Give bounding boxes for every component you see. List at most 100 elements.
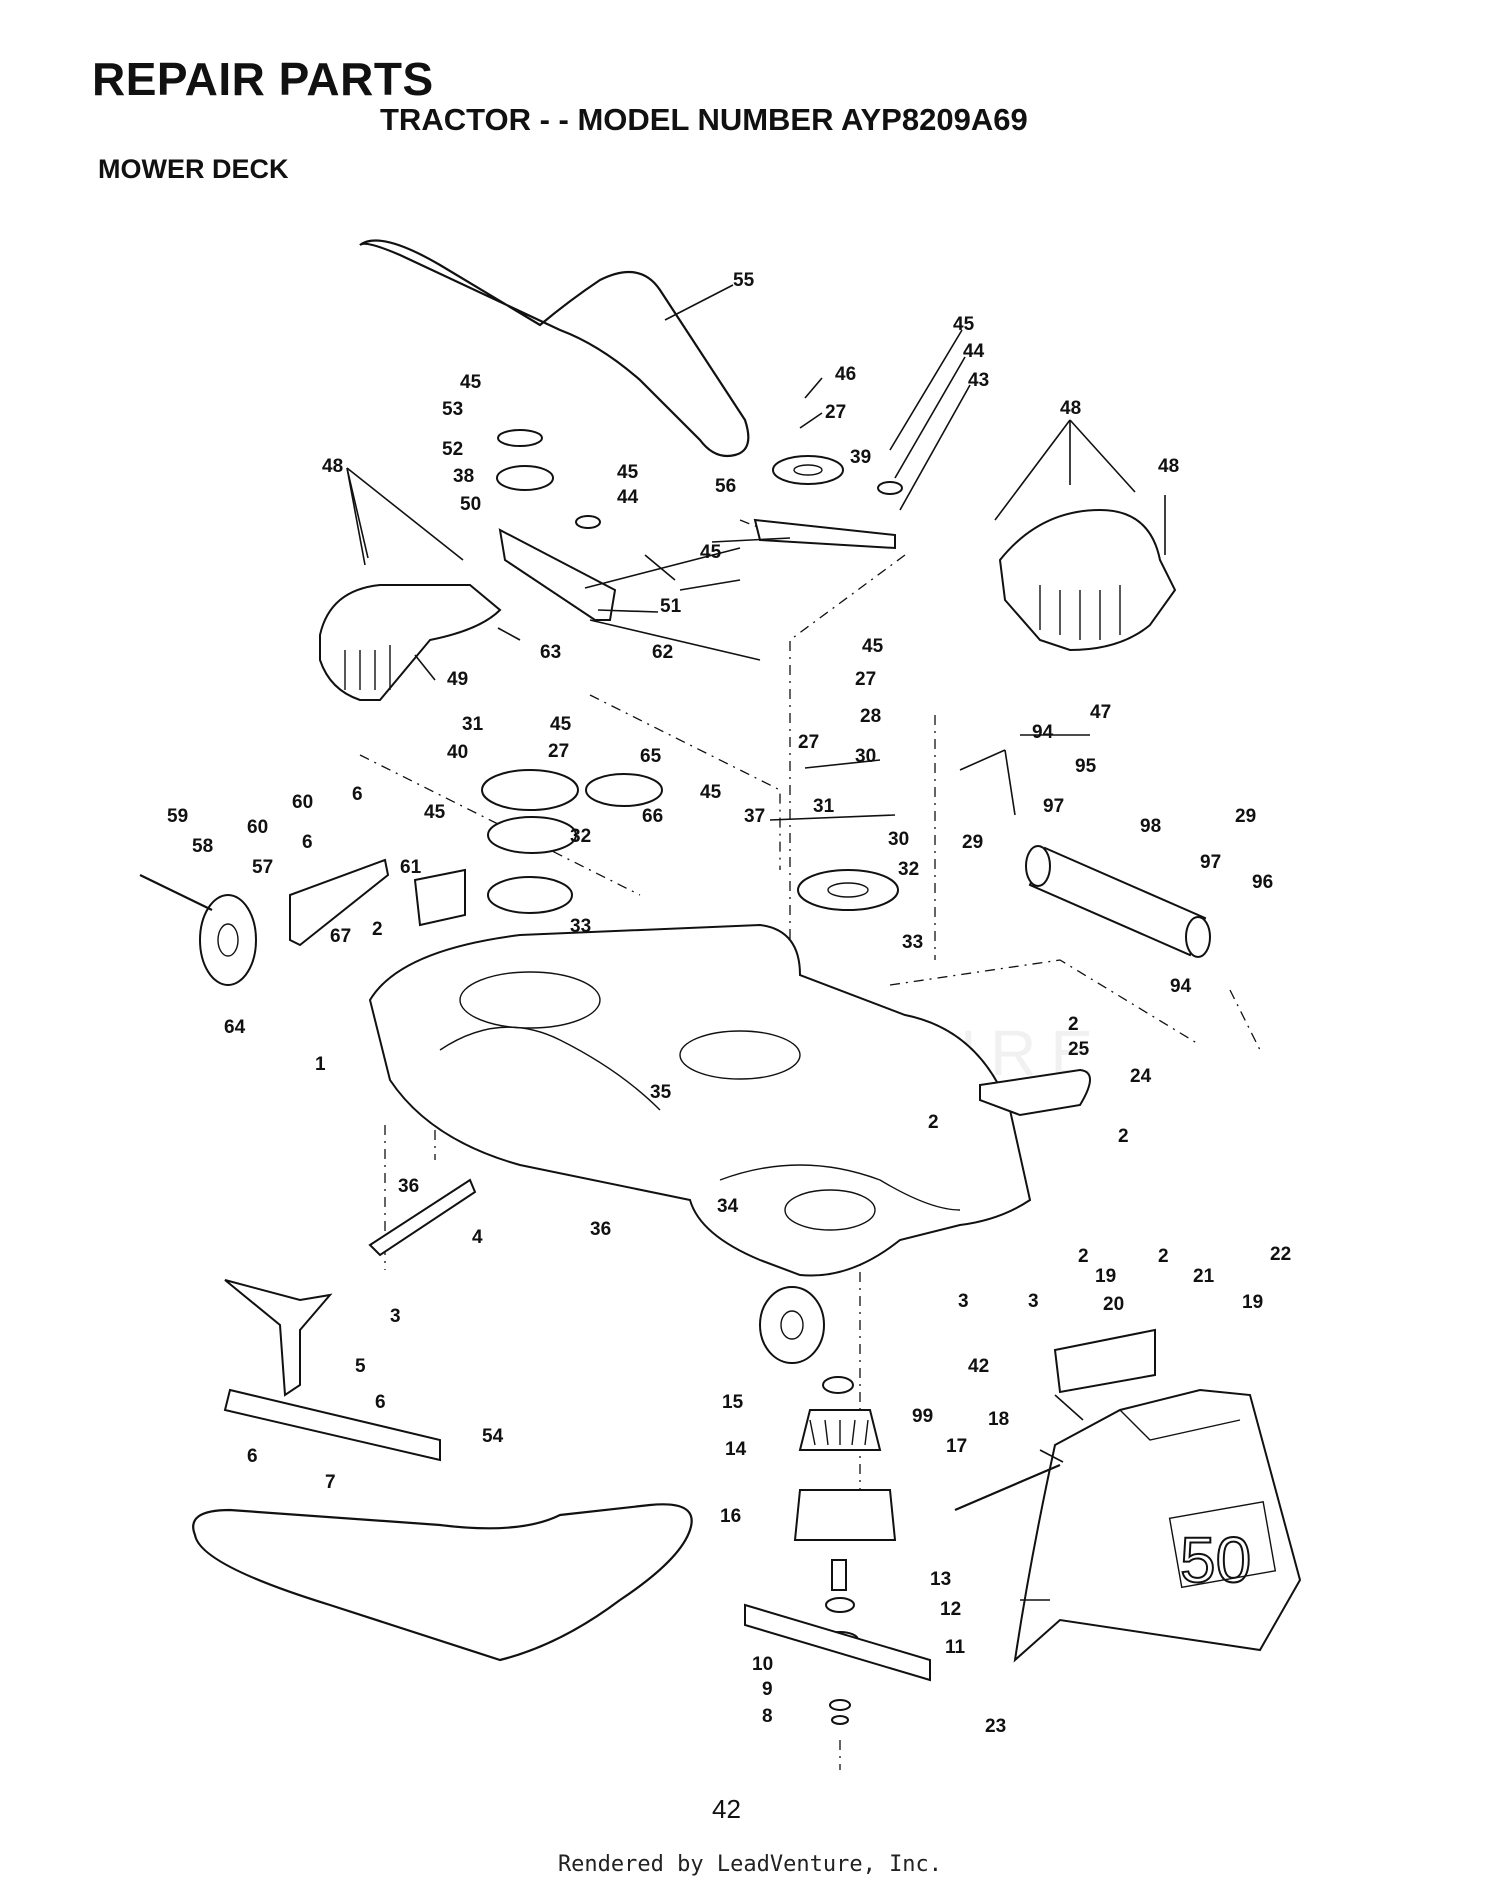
callout-31: 31 [462,714,484,735]
callout-45: 45 [460,372,482,393]
mower-deck-housing-1 [368,923,1032,1277]
callout-64: 64 [224,1017,246,1038]
callout-33: 33 [902,932,923,953]
callout-11: 11 [945,1637,966,1658]
callout-labels: 55 45 46 44 43 27 45 53 39 48 52 48 48 4… [167,270,1291,1737]
link-7 [223,1388,441,1462]
callout-67: 67 [330,926,351,947]
callout-25: 25 [1068,1039,1090,1060]
callout-57: 57 [252,857,273,878]
callout-14: 14 [725,1439,747,1460]
callout-45: 45 [700,542,722,563]
callout-3: 3 [1028,1291,1039,1312]
callout-10: 10 [752,1654,773,1675]
callout-3: 3 [958,1291,969,1312]
idler-arm-50 [498,528,617,621]
callout-9: 9 [762,1679,773,1700]
callout-12: 12 [940,1599,961,1620]
model-subtitle: TRACTOR - - MODEL NUMBER AYP8209A69 [380,102,1028,137]
callout-47: 47 [1090,702,1111,723]
callout-48: 48 [322,456,343,477]
callout-95: 95 [1075,756,1097,777]
callout-49: 49 [447,669,468,690]
callout-44: 44 [617,487,639,508]
callout-2: 2 [1068,1014,1079,1035]
callout-6: 6 [302,832,313,853]
bolt-59 [139,874,213,911]
callout-4: 4 [472,1227,483,1248]
callout-23: 23 [985,1716,1006,1737]
callout-27: 27 [825,402,846,423]
strap-4 [368,1178,477,1257]
callout-31: 31 [813,796,835,817]
page-title: REPAIR PARTS [92,53,434,105]
callout-19: 19 [1095,1266,1116,1287]
callout-29: 29 [962,832,983,853]
idler-arm-43 [753,518,896,550]
callout-48: 48 [1060,398,1081,419]
callout-32: 32 [570,826,591,847]
callout-36: 36 [398,1176,419,1197]
callout-54: 54 [482,1426,504,1447]
callout-6: 6 [247,1446,258,1467]
callout-45: 45 [862,636,884,657]
callout-45: 45 [617,462,639,483]
callout-97: 97 [1043,796,1064,817]
callout-8: 8 [762,1706,773,1727]
callout-6: 6 [352,784,363,805]
callout-65: 65 [640,746,662,767]
callout-50: 50 [460,494,481,515]
callout-27: 27 [548,741,569,762]
callout-56: 56 [715,476,736,497]
belt-guard-49 [319,584,502,701]
callout-60: 60 [292,792,313,813]
callout-15: 15 [722,1392,744,1413]
roller-bracket-24 [979,1068,1091,1117]
callout-17: 17 [946,1436,967,1457]
callout-66: 66 [642,806,663,827]
callout-40: 40 [447,742,468,763]
belt-guard-47 [998,508,1177,652]
callout-leaders [346,284,1166,1601]
callout-16: 16 [720,1506,741,1527]
callout-61: 61 [400,857,422,878]
discharge-chute-23 [1013,1388,1302,1663]
callout-2: 2 [1118,1126,1129,1147]
callout-94: 94 [1170,976,1192,997]
hinge-20 [1053,1328,1156,1394]
belt-55 [359,239,750,458]
callout-30: 30 [888,829,909,850]
callout-43: 43 [968,370,989,391]
wheel-bracket-57 [289,858,390,947]
callout-51: 51 [660,596,682,617]
callout-7: 7 [325,1472,336,1493]
callout-62: 62 [652,642,673,663]
page-number: 42 [712,1794,741,1824]
callout-36: 36 [590,1219,611,1240]
callout-98: 98 [1140,816,1161,837]
callout-2: 2 [1158,1246,1169,1267]
blade-spindle-assembly [744,1376,931,1725]
callout-28: 28 [860,706,881,727]
footer-credit: Rendered by LeadVenture, Inc. [557,1852,943,1877]
callout-29: 29 [1235,806,1256,827]
callout-55: 55 [733,270,755,291]
callout-45: 45 [700,782,722,803]
callout-42: 42 [968,1356,989,1377]
roller-98 [1028,846,1207,957]
callout-33: 33 [570,916,591,937]
callout-45: 45 [953,314,975,335]
callout-20: 20 [1103,1294,1124,1315]
callout-2: 2 [1078,1246,1089,1267]
callout-60: 60 [247,817,268,838]
callout-38: 38 [453,466,474,487]
deck-badge: 50 [1180,1524,1251,1596]
callout-37: 37 [744,806,765,827]
callout-30: 27 [798,732,819,753]
callout-53: 53 [442,399,463,420]
callout-45: 45 [550,714,572,735]
callout-59: 59 [167,806,188,827]
callout-18: 18 [988,1409,1009,1430]
bracket-5 [224,1279,333,1397]
